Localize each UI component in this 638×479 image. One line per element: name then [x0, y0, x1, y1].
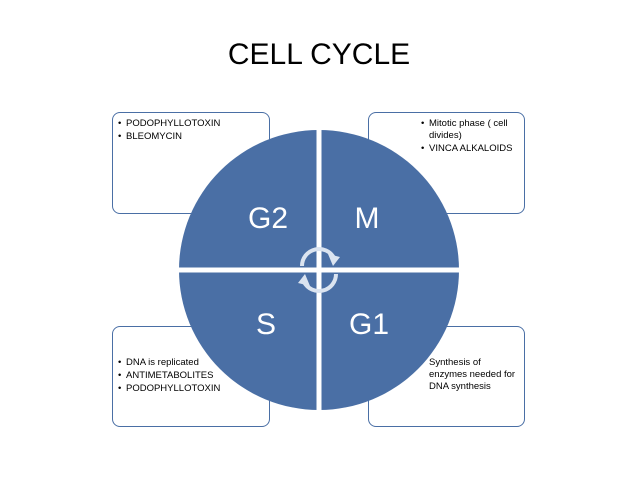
phase-label-m: M	[355, 202, 380, 235]
wheel-quadrants	[179, 130, 459, 410]
phase-label-g2: G2	[248, 202, 288, 235]
cycle-arrows-icon	[298, 247, 340, 293]
quadrant-g1	[319, 270, 459, 410]
note-item: Mitotic phase ( cell divides)	[421, 118, 518, 142]
note-item: DNA is replicated	[118, 357, 269, 369]
phase-label-g1: G1	[349, 308, 389, 341]
note-item: PODOPHYLLOTOXIN	[118, 118, 269, 130]
note-item: BLEOMYCIN	[118, 131, 269, 143]
quadrant-s	[179, 270, 319, 410]
note-item: PODOPHYLLOTOXIN	[118, 383, 269, 395]
quadrant-m	[319, 130, 459, 270]
quadrant-g2	[179, 130, 319, 270]
phase-label-s: S	[256, 308, 276, 341]
note-item: VINCA ALKALOIDS	[421, 143, 518, 155]
note-item: ANTIMETABOLITES	[118, 370, 269, 382]
page-title: CELL CYCLE	[227, 38, 411, 71]
